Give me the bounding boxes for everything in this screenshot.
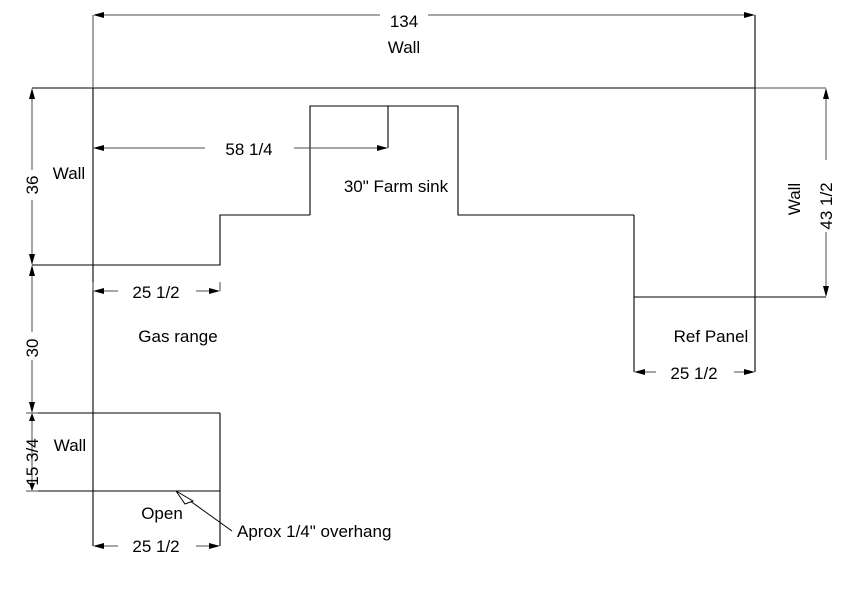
arrow-left-58: [93, 145, 104, 151]
dimension-right-wall-height: 43 1/2: [755, 87, 836, 297]
label-wall-left: Wall: [53, 164, 85, 183]
counter-outline-group: [32, 15, 826, 413]
overhang-leader-group: [175, 490, 233, 532]
dimension-open-width: 25 1/2: [93, 537, 220, 556]
arrow-right-ref: [744, 369, 755, 375]
dim-label-open-width: 25 1/2: [132, 537, 179, 556]
dim-label-15: 15 3/4: [23, 438, 42, 485]
arrow-right-58: [377, 145, 388, 151]
dimension-range-offset: 58 1/4: [93, 140, 388, 159]
dim-label-30: 30: [23, 339, 42, 358]
label-wall-lower: Wall: [54, 436, 86, 455]
annotation-labels-group: Wall Wall Wall 30" Farm sink Gas range R…: [53, 38, 804, 541]
arrow-left-open: [93, 543, 104, 549]
label-farm-sink: 30" Farm sink: [344, 177, 449, 196]
arrow-bottom-15: [29, 483, 35, 491]
arrow-top-30: [29, 265, 35, 276]
range-front-step: [32, 214, 310, 266]
arrow-left-134: [93, 12, 104, 18]
lower-cabinet-group: [32, 412, 221, 546]
label-open: Open: [141, 504, 183, 523]
dim-label-range-width: 25 1/2: [132, 283, 179, 302]
dimension-ref-panel-width: 25 1/2: [634, 364, 755, 383]
dimension-lower-gap: 30: [23, 265, 42, 413]
arrow-right-open: [209, 543, 220, 549]
label-ref-panel: Ref Panel: [674, 327, 749, 346]
dim-label-36: 36: [23, 176, 42, 195]
arrow-bottom-36: [29, 254, 35, 265]
arrow-top-43: [823, 88, 829, 99]
arrow-left-range: [93, 288, 104, 294]
dim-label-58: 58 1/4: [225, 140, 272, 159]
dimension-overall-width: 134: [92, 12, 755, 88]
arrow-top-15: [29, 413, 35, 421]
arrow-top-36: [29, 88, 35, 99]
arrow-bottom-30: [29, 402, 35, 413]
overhang-arrowhead-icon: [175, 490, 195, 505]
arrow-right-range: [209, 288, 220, 294]
farm-sink-outline: [309, 105, 634, 216]
label-overhang-note: Aprox 1/4" overhang: [237, 522, 391, 541]
dimension-lower-wall-height: 15 3/4: [23, 412, 42, 492]
dimension-left-wall-height: 36: [23, 88, 42, 265]
arrow-bottom-43: [823, 286, 829, 297]
arrow-right-134: [744, 12, 755, 18]
label-wall-top: Wall: [388, 38, 420, 57]
arrow-left-ref: [634, 369, 645, 375]
dim-label-134: 134: [390, 12, 418, 31]
dim-label-43: 43 1/2: [817, 182, 836, 229]
label-wall-right: Wall: [785, 183, 804, 215]
label-gas-range: Gas range: [138, 327, 217, 346]
overhang-leader-line: [185, 497, 233, 532]
dimension-range-width: 25 1/2: [92, 282, 221, 302]
dim-label-ref-panel-width: 25 1/2: [670, 364, 717, 383]
